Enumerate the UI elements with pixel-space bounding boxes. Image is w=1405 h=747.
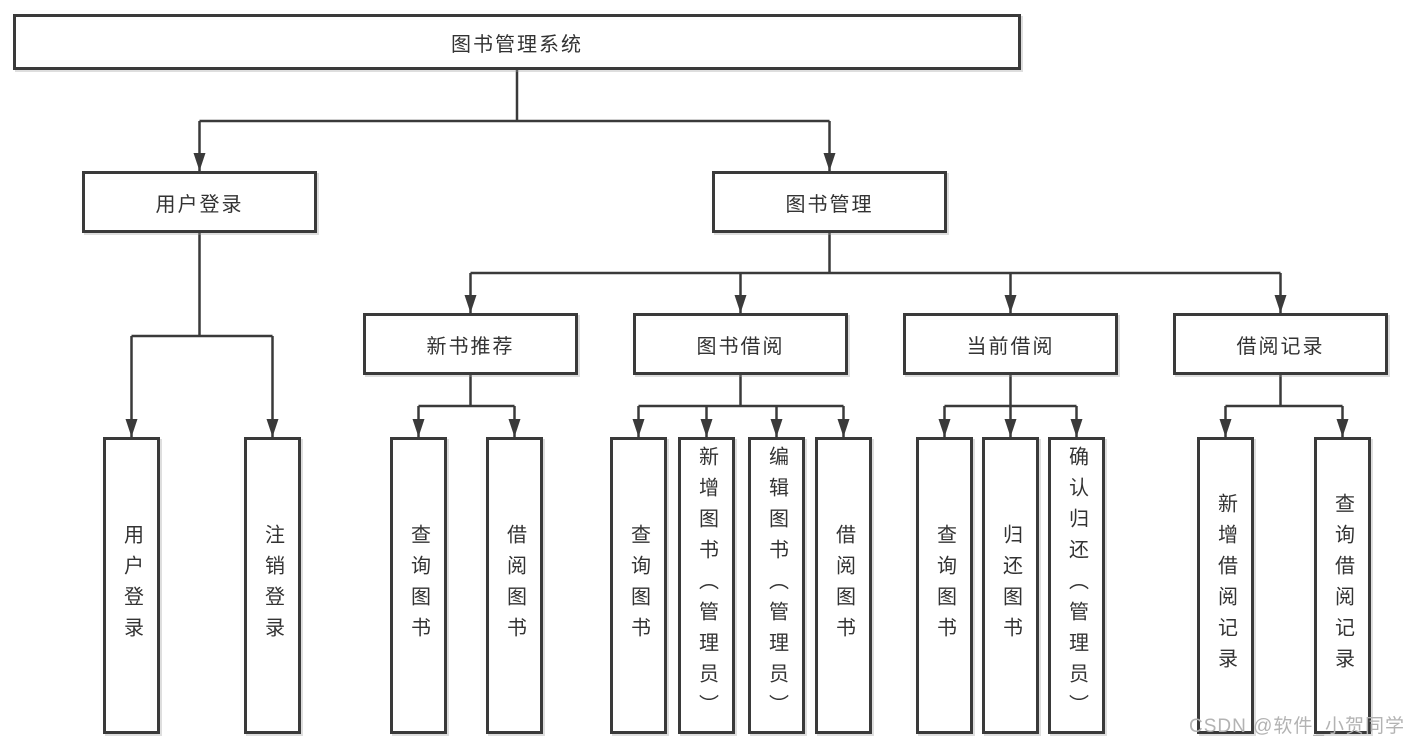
node-book-management-label: 图书管理 [785, 193, 874, 216]
leaf-query-books-current-label: 查询图书 [933, 523, 956, 648]
leaf-logout: 注销登录 [244, 437, 301, 734]
leaf-query-books-borrowing-label: 查询图书 [627, 523, 650, 648]
connector-book-borrow-children [632, 375, 850, 437]
node-new-book-recommend-label: 新书推荐 [426, 335, 515, 358]
node-book-borrowing-label: 图书借阅 [696, 335, 785, 358]
csdn-watermark: CSDN @软件_小贺同学 [1189, 716, 1405, 737]
leaf-user-login: 用户登录 [103, 437, 160, 734]
leaf-query-books-recommend-label: 查询图书 [407, 523, 430, 648]
leaf-borrow-books-recommend-label: 借阅图书 [503, 523, 526, 648]
leaf-user-login-label: 用户登录 [120, 523, 143, 648]
connector-user-login-children [125, 233, 279, 437]
leaf-return-books-label: 归还图书 [999, 523, 1022, 648]
leaf-borrow-books-borrowing: 借阅图书 [815, 437, 872, 734]
connector-current-borrow-children [938, 375, 1083, 437]
leaf-add-book-admin-label: 新增图书（管理员） [695, 446, 718, 725]
node-current-borrowing-label: 当前借阅 [966, 335, 1055, 358]
connector-root-to-level2 [193, 70, 836, 171]
node-book-management: 图书管理 [712, 171, 947, 233]
leaf-query-borrow-record: 查询借阅记录 [1314, 437, 1371, 734]
leaf-query-books-borrowing: 查询图书 [610, 437, 667, 734]
connector-borrow-record-children [1219, 375, 1349, 437]
leaf-query-books-current: 查询图书 [916, 437, 973, 734]
leaf-query-books-recommend: 查询图书 [390, 437, 447, 734]
leaf-query-borrow-record-label: 查询借阅记录 [1331, 492, 1354, 679]
connector-new-book-children [412, 375, 521, 437]
leaf-edit-book-admin: 编辑图书（管理员） [748, 437, 805, 734]
leaf-edit-book-admin-label: 编辑图书（管理员） [765, 446, 788, 725]
node-root-system: 图书管理系统 [13, 14, 1021, 70]
node-borrowing-records: 借阅记录 [1173, 313, 1388, 375]
node-user-login: 用户登录 [82, 171, 317, 233]
leaf-confirm-return-admin-label: 确认归还（管理员） [1065, 446, 1088, 725]
leaf-logout-label: 注销登录 [261, 523, 284, 648]
node-root-label: 图书管理系统 [451, 33, 583, 56]
leaf-add-book-admin: 新增图书（管理员） [678, 437, 735, 734]
leaf-borrow-books-recommend: 借阅图书 [486, 437, 543, 734]
node-book-borrowing: 图书借阅 [633, 313, 848, 375]
leaf-borrow-books-borrowing-label: 借阅图书 [832, 523, 855, 648]
leaf-confirm-return-admin: 确认归还（管理员） [1048, 437, 1105, 734]
connector-book-mgmt-children [464, 233, 1287, 313]
leaf-add-borrow-record-label: 新增借阅记录 [1214, 492, 1237, 679]
node-new-book-recommend: 新书推荐 [363, 313, 578, 375]
node-user-login-label: 用户登录 [155, 193, 244, 216]
leaf-return-books: 归还图书 [982, 437, 1039, 734]
node-current-borrowing: 当前借阅 [903, 313, 1118, 375]
leaf-add-borrow-record: 新增借阅记录 [1197, 437, 1254, 734]
node-borrowing-records-label: 借阅记录 [1236, 335, 1325, 358]
